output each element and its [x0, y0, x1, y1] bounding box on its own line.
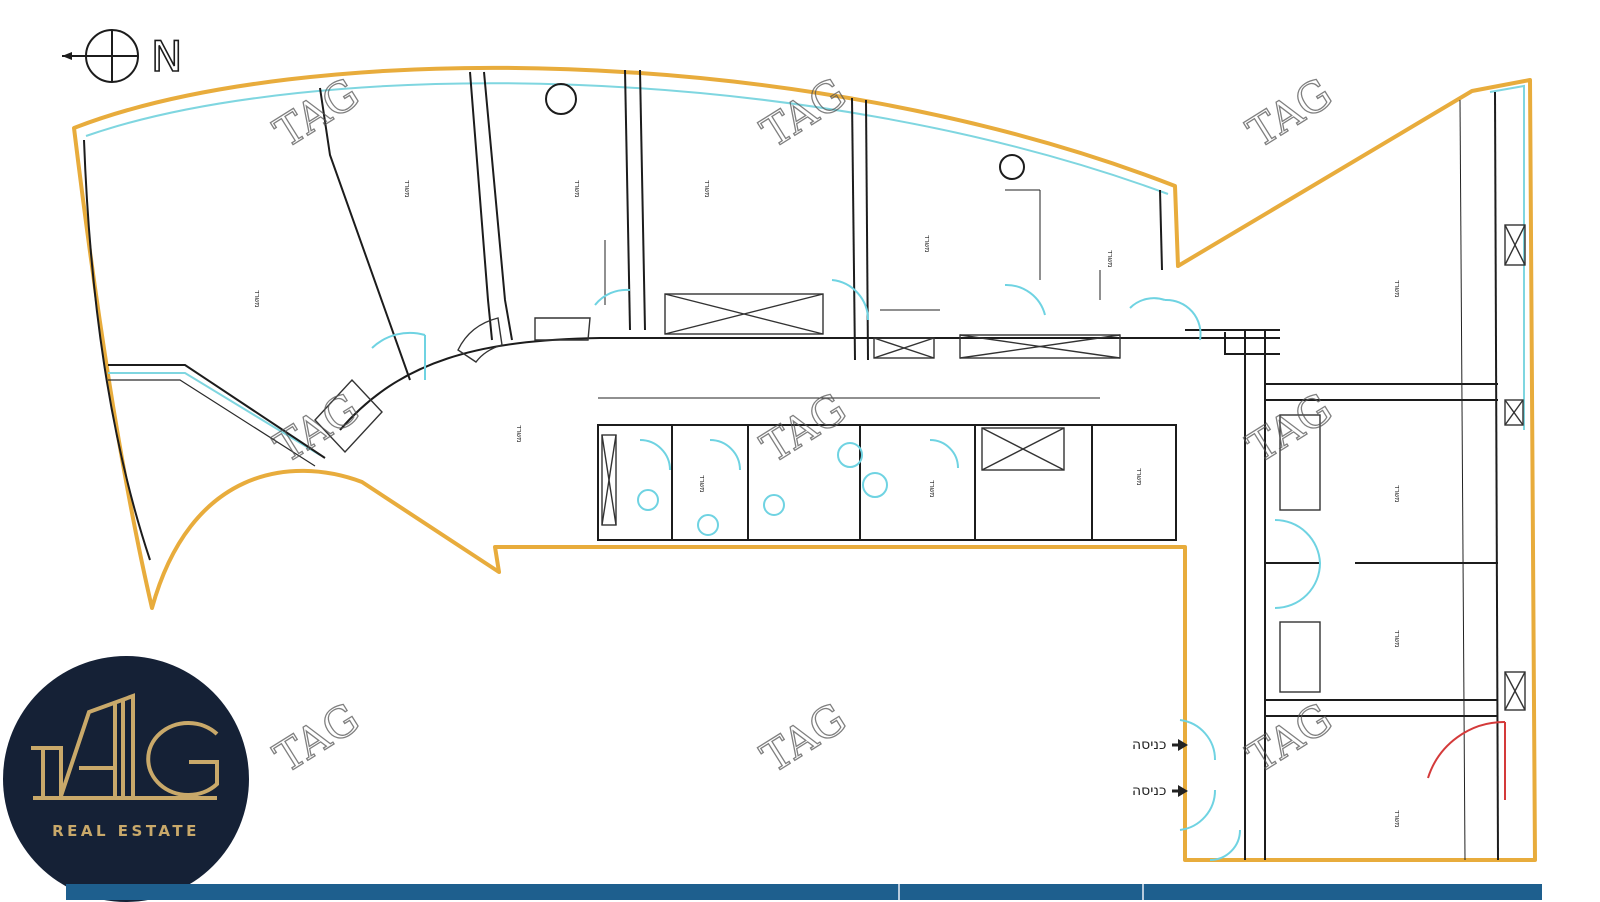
- tag-watermark-icon: TAG: [1238, 68, 1341, 158]
- glazing-line: [85, 82, 1169, 195]
- footer-divider: [1142, 884, 1144, 900]
- entrance-arrow-icon: [1178, 785, 1188, 797]
- tag-watermark-icon: TAG: [1238, 383, 1341, 473]
- tag-logo-mark-icon: [31, 693, 219, 800]
- watermarks: TAG TAG TAG TAG TAG TAG TAG TAG TAG: [265, 68, 1341, 783]
- svg-text:TAG: TAG: [266, 693, 368, 782]
- entrance-label: כניסה: [1132, 783, 1166, 799]
- north-label: N: [151, 32, 182, 81]
- shaft-boxes: [314, 83, 1526, 711]
- entrance-label: כניסה: [1132, 737, 1166, 753]
- svg-text:TAG: TAG: [1239, 68, 1341, 157]
- room-label: משרד: [1393, 810, 1401, 828]
- svg-text:TAG: TAG: [1239, 693, 1341, 782]
- svg-text:TAG: TAG: [266, 383, 368, 472]
- room-labels: משרד משרד משרד משרד משרד משרד משרד משרד …: [253, 180, 1401, 828]
- room-label: משרד: [403, 180, 411, 198]
- tag-watermark-icon: TAG: [265, 383, 368, 473]
- tag-watermark-icon: TAG: [752, 693, 855, 783]
- logo-tagline: REAL ESTATE: [52, 822, 200, 840]
- room-label: משרד: [698, 475, 706, 493]
- svg-text:TAG: TAG: [753, 693, 855, 782]
- room-label: משרד: [1135, 468, 1143, 486]
- room-label: משרד: [1393, 280, 1401, 298]
- room-label: משרד: [253, 290, 261, 308]
- interior-walls: [83, 69, 1499, 861]
- north-arrow-icon: N: [62, 29, 183, 83]
- footer-bar: [66, 884, 1542, 900]
- room-label: משרד: [573, 180, 581, 198]
- room-label: משרד: [923, 235, 931, 253]
- svg-text:TAG: TAG: [1239, 383, 1341, 472]
- tag-watermark-icon: TAG: [752, 68, 855, 158]
- room-label: משרד: [1106, 250, 1114, 268]
- room-label: משרד: [928, 480, 936, 498]
- tag-watermark-icon: TAG: [1238, 693, 1341, 783]
- room-label: משרד: [703, 180, 711, 198]
- room-label: משרד: [1393, 485, 1401, 503]
- room-label: משרד: [1393, 630, 1401, 648]
- doors: [371, 279, 1506, 861]
- footer-divider: [898, 884, 900, 900]
- tag-watermark-icon: TAG: [265, 693, 368, 783]
- room-label: משרד: [515, 425, 523, 443]
- svg-text:TAG: TAG: [753, 68, 855, 157]
- entrance-arrow-icon: [1178, 739, 1188, 751]
- entrances: כניסה כניסה: [1132, 737, 1188, 799]
- tag-real-estate-logo: REAL ESTATE: [3, 656, 249, 902]
